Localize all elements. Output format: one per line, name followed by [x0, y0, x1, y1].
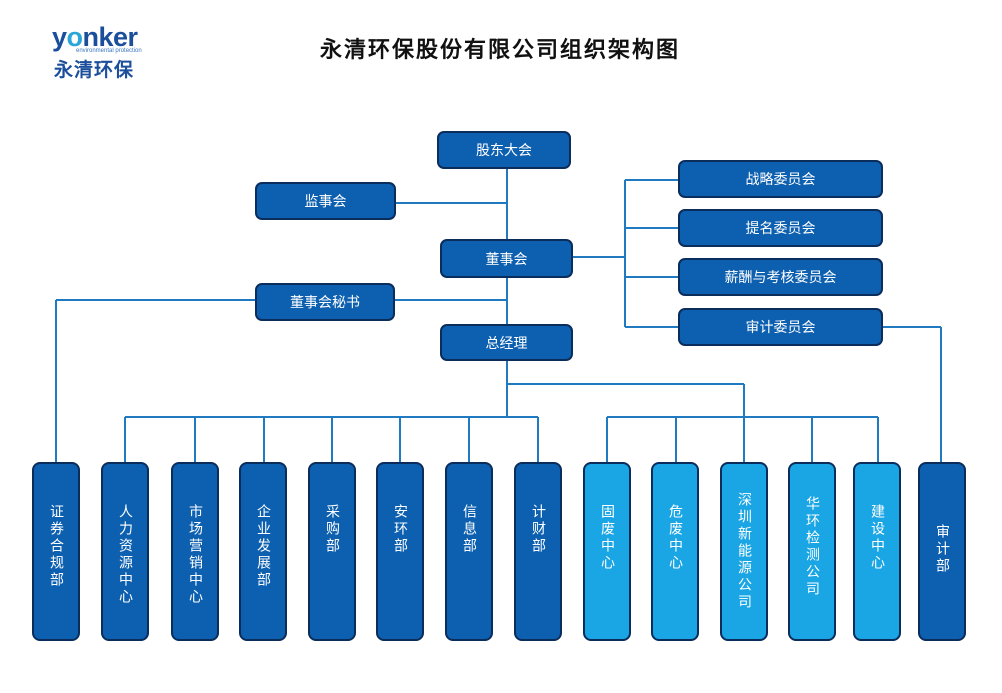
compensation-committee-box: 薪酬与考核委员会	[678, 258, 883, 296]
dept-label: 建设中心	[869, 504, 885, 572]
dept-marketing-center: 市场营销中心	[171, 462, 219, 641]
nomination-committee-box: 提名委员会	[678, 209, 883, 247]
dept-procurement: 采购部	[308, 462, 356, 641]
dept-label: 企业发展部	[255, 504, 271, 589]
dept-business-development: 企业发展部	[239, 462, 287, 641]
board-secretary-box: 董事会秘书	[255, 283, 395, 321]
dept-label: 固废中心	[599, 504, 615, 572]
board-of-directors-box: 董事会	[440, 239, 573, 278]
dept-label: 安环部	[392, 504, 408, 555]
dept-label: 证券合规部	[48, 504, 64, 589]
strategy-committee-box: 战略委员会	[678, 160, 883, 198]
dept-label: 审计部	[934, 524, 950, 575]
dept-hr-center: 人力资源中心	[101, 462, 149, 641]
dept-safety-environment: 安环部	[376, 462, 424, 641]
dept-label: 信息部	[461, 504, 477, 555]
dept-finance: 计财部	[514, 462, 562, 641]
dept-label: 人力资源中心	[117, 504, 133, 606]
dept-construction-center: 建设中心	[853, 462, 901, 641]
dept-label: 深圳新能源公司	[736, 492, 752, 611]
dept-hazardous-waste-center: 危废中心	[651, 462, 699, 641]
dept-shenzhen-new-energy: 深圳新能源公司	[720, 462, 768, 641]
dept-huahuan-testing: 华环检测公司	[788, 462, 836, 641]
logo-text-cn: 永清环保	[54, 59, 135, 81]
dept-label: 危废中心	[667, 504, 683, 572]
dept-label: 采购部	[324, 504, 340, 555]
dept-securities-compliance: 证券合规部	[32, 462, 80, 641]
page-title: 永清环保股份有限公司组织架构图	[319, 38, 680, 63]
company-logo: yonker environmental protection 永清环保	[52, 22, 162, 82]
dept-label: 计财部	[530, 504, 546, 555]
dept-label: 华环检测公司	[804, 496, 820, 598]
logo-subtitle: environmental protection	[76, 48, 142, 54]
logo-text-en: yonker	[52, 22, 138, 52]
audit-committee-box: 审计委员会	[678, 308, 883, 346]
dept-information: 信息部	[445, 462, 493, 641]
supervisory-board-box: 监事会	[255, 182, 396, 220]
dept-audit: 审计部	[918, 462, 966, 641]
general-manager-box: 总经理	[440, 324, 573, 361]
dept-solid-waste-center: 固废中心	[583, 462, 631, 641]
dept-label: 市场营销中心	[187, 504, 203, 606]
shareholders-meeting-box: 股东大会	[437, 131, 571, 169]
